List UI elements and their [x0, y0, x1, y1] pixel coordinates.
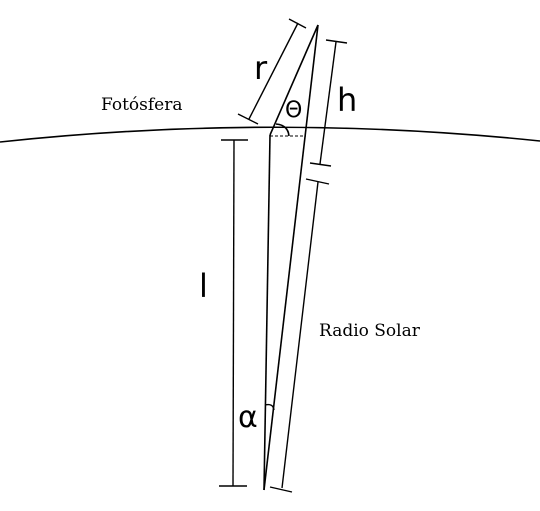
line-of-sight	[263, 24, 319, 491]
solar-radius-tick-top	[305, 178, 330, 185]
r-dimension-line	[248, 22, 299, 120]
r-dimension-tick-bottom	[237, 113, 259, 125]
h-dimension-tick-top	[325, 39, 348, 44]
photosphere-label: Fotósfera	[101, 95, 183, 115]
photosphere-arc	[0, 126, 540, 143]
alpha-angle-arc	[264, 403, 275, 411]
r-label: r	[254, 49, 268, 87]
l-dimension-line	[232, 139, 235, 487]
h-label: h	[337, 81, 357, 119]
r-dimension-tick-top	[288, 18, 307, 29]
l-label: l	[199, 267, 208, 305]
theta-angle-arc	[275, 123, 290, 137]
observer-to-apex-line	[269, 24, 319, 136]
local-vertical-line	[263, 134, 271, 491]
solar-radius-label: Radio Solar	[319, 321, 421, 341]
solar-radius-tick-bottom	[269, 486, 293, 493]
h-dimension-line	[319, 41, 337, 165]
h-dimension-tick-bottom	[309, 162, 332, 167]
solar-radius-dimension-line	[281, 181, 319, 489]
alpha-label: α	[238, 400, 258, 435]
theta-label: Θ	[285, 98, 302, 123]
